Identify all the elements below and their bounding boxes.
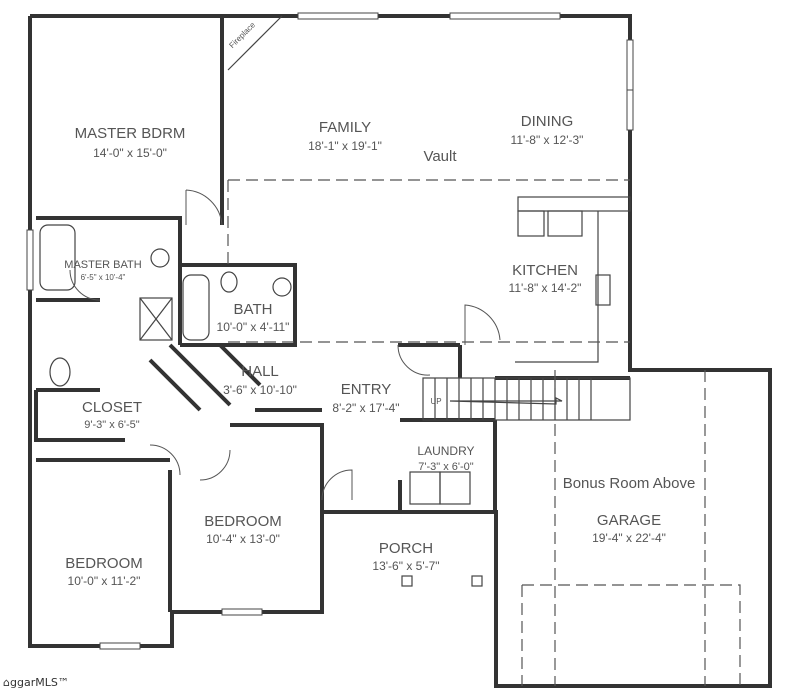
mls-logo: ⌂ggarMLS™	[3, 676, 69, 689]
closet-size: 9'-3" x 6'-5"	[84, 419, 140, 431]
dashed-lines	[227, 179, 741, 686]
bonus-room-label: Bonus Room Above	[563, 475, 696, 492]
vault-label: Vault	[423, 148, 457, 165]
doors	[69, 189, 501, 501]
laundry-name: LAUNDRY	[417, 444, 474, 458]
entry-name: ENTRY	[341, 381, 392, 398]
interior-walls	[34, 16, 630, 612]
laundry-size: 7'-3" x 6'-0"	[418, 461, 474, 473]
room-labels: MASTER BDRM 14'-0" x 15'-0" FAMILY 18'-1…	[64, 113, 695, 588]
bedroom-center-size: 10'-4" x 13'-0"	[206, 532, 280, 546]
dining-size: 11'-8" x 12'-3"	[511, 133, 584, 147]
hall-name: HALL	[241, 363, 279, 380]
windows	[26, 12, 634, 650]
dining-name: DINING	[521, 113, 574, 130]
family-name: FAMILY	[319, 119, 371, 136]
hall-size: 3'-6" x 10'-10"	[223, 383, 297, 397]
stairs	[422, 377, 631, 421]
family-size: 18'-1" x 19'-1"	[308, 139, 382, 153]
garage-size: 19'-4" x 22'-4"	[592, 531, 666, 545]
mls-logo-text: ggarMLS™	[9, 676, 69, 689]
garage-name: GARAGE	[597, 512, 661, 529]
master-bdrm-size: 14'-0" x 15'-0"	[93, 146, 167, 160]
bath-size: 10'-0" x 4'-11"	[217, 320, 290, 334]
porch-name: PORCH	[379, 540, 433, 557]
bedroom-center-name: BEDROOM	[204, 513, 282, 530]
kitchen-name: KITCHEN	[512, 262, 578, 279]
bedroom-left-name: BEDROOM	[65, 555, 143, 572]
bath-name: BATH	[234, 301, 273, 318]
bedroom-left-size: 10'-0" x 11'-2"	[68, 574, 141, 588]
master-bdrm-name: MASTER BDRM	[75, 125, 186, 142]
fireplace	[227, 15, 283, 71]
kitchen-size: 11'-8" x 14'-2"	[509, 281, 582, 295]
fixtures	[39, 196, 631, 587]
stairs-up-label: UP	[430, 397, 441, 406]
master-bath-size: 6'-5" x 10'-4"	[81, 273, 126, 282]
porch-size: 13'-6" x 5'-7"	[372, 559, 439, 573]
master-bath-name: MASTER BATH	[64, 259, 141, 271]
closet-name: CLOSET	[82, 399, 142, 416]
entry-size: 8'-2" x 17'-4"	[332, 401, 399, 415]
